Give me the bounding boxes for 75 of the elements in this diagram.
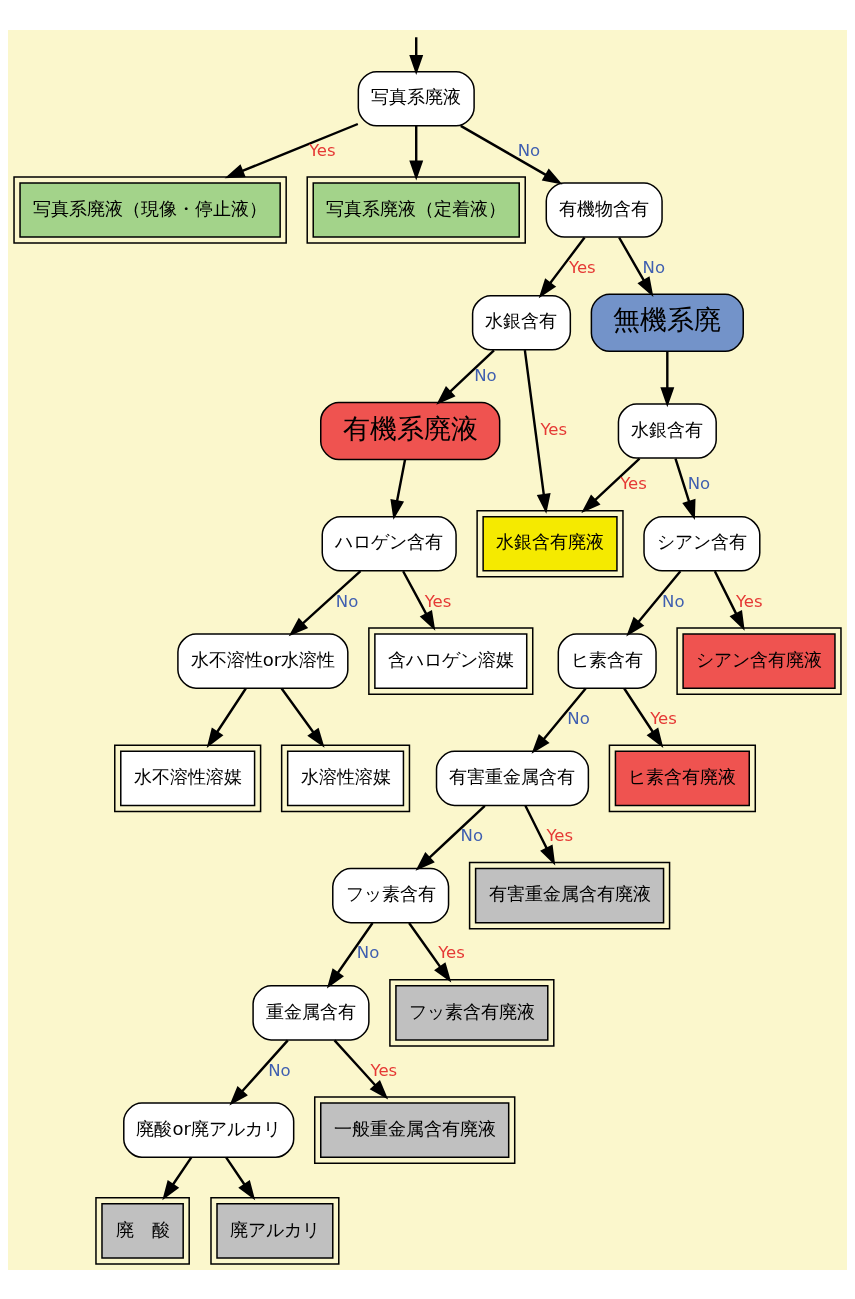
edge-label: No xyxy=(460,825,484,845)
node-box: 無機系廃 xyxy=(590,292,744,352)
arrow xyxy=(581,457,641,513)
arrow xyxy=(162,1156,193,1200)
edge-label: Yes xyxy=(438,942,465,962)
arrow xyxy=(229,1039,289,1106)
node-box: 水銀含有廃液 xyxy=(476,509,624,578)
edge-label: Yes xyxy=(569,257,596,277)
arrow xyxy=(538,236,586,298)
edge-label: No xyxy=(268,1060,291,1080)
arrow xyxy=(524,804,556,865)
arrow xyxy=(206,687,247,748)
arrow xyxy=(333,1039,389,1099)
edge-label: No xyxy=(687,473,711,493)
node-box: 有機系廃液 xyxy=(320,401,501,460)
arrow xyxy=(409,125,424,180)
arrow xyxy=(523,349,551,514)
node-box: ヒ素含有廃液 xyxy=(608,744,756,812)
node-box: 有害重金属含有 xyxy=(435,750,590,806)
edge-label: No xyxy=(356,942,380,962)
node-box: 有機物含有 xyxy=(545,181,663,238)
arrow xyxy=(224,122,359,178)
node-box: シアン含有廃液 xyxy=(676,626,842,695)
node-box: 重金属含有 xyxy=(252,984,370,1041)
arrow xyxy=(408,921,452,982)
arrow xyxy=(436,348,495,405)
arrow xyxy=(402,570,436,631)
arrow xyxy=(225,1156,256,1200)
edge-label: No xyxy=(474,365,497,385)
node-box: ハロゲン含有 xyxy=(321,515,457,572)
node-box: 廃 酸 xyxy=(95,1196,190,1265)
arrow xyxy=(531,687,587,754)
node-box: 写真系廃液 xyxy=(357,70,475,127)
node-box: シアン含有 xyxy=(643,515,761,572)
node-box: 含ハロゲン溶媒 xyxy=(368,626,534,695)
edge-label: No xyxy=(517,140,541,160)
edge-label: Yes xyxy=(424,591,452,611)
node-box: 水溶性溶媒 xyxy=(280,744,411,812)
edge-label: No xyxy=(335,591,359,611)
arrow xyxy=(280,687,325,748)
edge-label: No xyxy=(567,708,590,728)
node-box: 廃アルカリ xyxy=(210,1196,340,1265)
arrow xyxy=(626,569,682,637)
edge-label: Yes xyxy=(370,1060,398,1080)
node-box: 一般重金属含有廃液 xyxy=(314,1095,516,1164)
arrow xyxy=(618,236,654,297)
arrow xyxy=(674,457,696,520)
arrow xyxy=(460,124,563,184)
arrow xyxy=(415,804,486,871)
node-box: 水銀含有 xyxy=(617,402,717,459)
arrow xyxy=(326,921,374,989)
node-box: 写真系廃液（定着液） xyxy=(306,175,526,244)
node-box: 水不溶性溶媒 xyxy=(114,744,262,812)
edge-label: Yes xyxy=(540,419,568,439)
edge-label: Yes xyxy=(620,473,647,493)
arrow xyxy=(713,570,745,631)
edge-label: No xyxy=(662,591,685,611)
arrow xyxy=(623,687,664,748)
node-box: 写真系廃液（現像・停止液） xyxy=(13,175,287,244)
node-box: 水銀含有 xyxy=(471,294,572,351)
node-box: フッ素含有廃液 xyxy=(389,978,555,1047)
edge-label: Yes xyxy=(546,825,574,845)
arrow xyxy=(660,350,675,407)
edge-label: Yes xyxy=(308,140,336,160)
arrow xyxy=(409,36,424,75)
arrow xyxy=(390,458,407,520)
edge-label: Yes xyxy=(735,591,763,611)
node-box: 水不溶性or水溶性 xyxy=(177,632,349,689)
node-box: フッ素含有 xyxy=(332,867,450,923)
edge-label: Yes xyxy=(650,708,677,728)
node-box: 廃酸or廃アルカリ xyxy=(123,1101,295,1158)
node-box: ヒ素含有 xyxy=(557,632,657,689)
edge-label: No xyxy=(642,257,666,277)
arrow xyxy=(288,569,362,636)
node-box: 有害重金属含有廃液 xyxy=(468,861,671,929)
